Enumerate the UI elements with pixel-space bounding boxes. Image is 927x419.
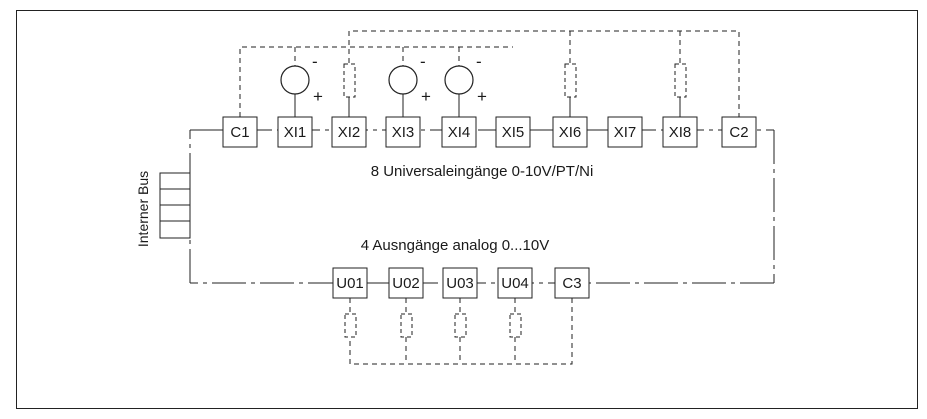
voltage-source-xi1 [280, 65, 310, 95]
voltage-source-xi4 [444, 65, 474, 95]
plus-sign: + [477, 87, 487, 106]
terminal-u04: U04 [497, 267, 533, 299]
polarity-signs: - + - + - + [312, 52, 487, 106]
terminal-label: XI5 [502, 124, 525, 141]
bus-connector [159, 172, 191, 239]
terminal-label: XI6 [559, 124, 582, 141]
terminal-xi4: XI4 [441, 116, 477, 148]
resistor-xi6 [564, 63, 577, 98]
resistor-u02 [400, 313, 413, 338]
terminal-label: U01 [336, 275, 364, 292]
resistor-xi2 [343, 63, 356, 98]
terminal-label: XI7 [614, 124, 637, 141]
terminal-xi1: XI1 [277, 116, 313, 148]
source-leads [294, 94, 460, 117]
terminal-u02: U02 [388, 267, 424, 299]
terminal-xi3: XI3 [385, 116, 421, 148]
resistor-xi8 [674, 63, 687, 98]
resistor-u03 [454, 313, 467, 338]
output-terminal-row: U01 U02 U03 U04 C3 [332, 267, 590, 299]
voltage-source-xi3 [388, 65, 418, 95]
resistor-u01 [344, 313, 357, 338]
voltage-sources [280, 65, 474, 95]
minus-sign: - [312, 52, 318, 71]
terminal-label: U03 [446, 275, 474, 292]
terminal-label: XI1 [284, 124, 307, 141]
terminal-label: U04 [501, 275, 529, 292]
terminal-label: C1 [230, 124, 249, 141]
terminal-c3: C3 [554, 267, 590, 299]
terminal-label: C2 [729, 124, 748, 141]
resistor-u04 [509, 313, 522, 338]
terminal-c1: C1 [222, 116, 258, 148]
terminal-c2: C2 [721, 116, 757, 148]
resistor-leads [348, 97, 681, 117]
module-outline [189, 129, 775, 284]
terminal-label: XI3 [392, 124, 415, 141]
terminal-xi5: XI5 [495, 116, 531, 148]
minus-sign: - [476, 52, 482, 71]
minus-sign: - [420, 52, 426, 71]
input-terminal-row: C1 XI1 XI2 XI3 XI4 XI5 XI6 XI7 [222, 116, 757, 148]
terminal-u03: U03 [442, 267, 478, 299]
terminal-xi7: XI7 [607, 116, 643, 148]
dashed-wiring [239, 30, 740, 365]
plus-sign: + [313, 87, 323, 106]
terminal-xi2: XI2 [331, 116, 367, 148]
bus-label: Interner Bus [135, 171, 151, 247]
terminal-xi8: XI8 [662, 116, 698, 148]
outputs-label: 4 Ausngänge analog 0...10V [361, 237, 550, 254]
terminal-label: XI8 [669, 124, 692, 141]
terminal-label: U02 [392, 275, 420, 292]
terminal-label: XI2 [338, 124, 361, 141]
terminal-u01: U01 [332, 267, 368, 299]
terminal-xi6: XI6 [552, 116, 588, 148]
terminal-label: C3 [562, 275, 581, 292]
inputs-label: 8 Universaleingänge 0-10V/PT/Ni [371, 163, 594, 180]
plus-sign: + [421, 87, 431, 106]
terminal-label: XI4 [448, 124, 471, 141]
outer-frame [16, 10, 918, 409]
